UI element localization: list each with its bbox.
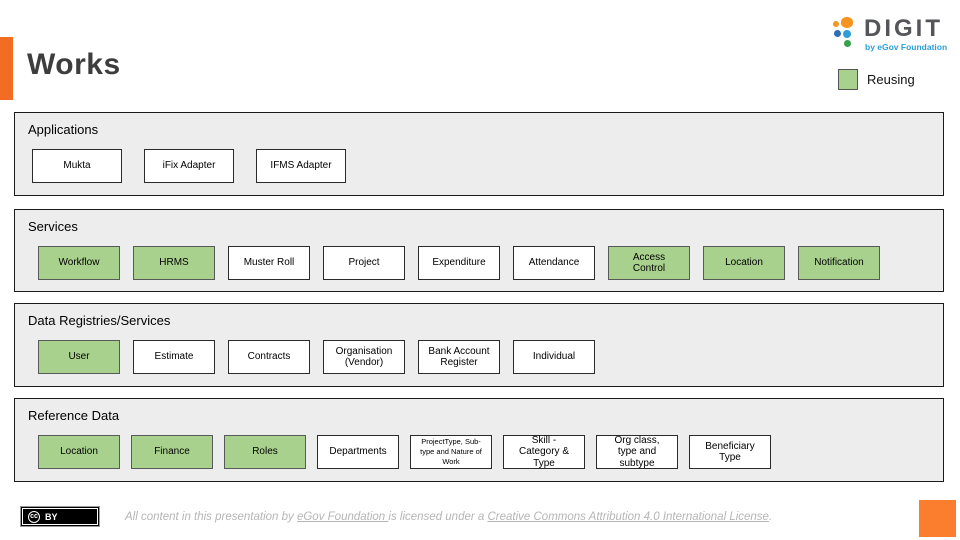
box-location: Location xyxy=(38,435,120,469)
box-row: Location Finance Roles Departments ProjectTy… xyxy=(28,435,943,469)
logo-dot-blue-dark xyxy=(834,30,841,37)
legend-reusing: Reusing xyxy=(838,69,915,90)
corner-accent-square xyxy=(919,500,956,537)
box-bank-account-register: Bank Account Register xyxy=(418,340,500,374)
logo-dot-orange-small xyxy=(833,21,839,27)
box-workflow: Workflow xyxy=(38,246,120,280)
cc-by-label: BY xyxy=(45,511,58,522)
egov-foundation-link[interactable]: eGov Foundation xyxy=(296,510,389,523)
logo-dot-orange-large xyxy=(841,17,853,28)
section-title: Data Registries/Services xyxy=(28,313,171,328)
box-expenditure: Expenditure xyxy=(418,246,500,280)
logo-dot-blue-light xyxy=(843,30,851,38)
box-hrms: HRMS xyxy=(133,246,215,280)
box-project: Project xyxy=(323,246,405,280)
box-finance: Finance xyxy=(131,435,213,469)
legend-label: Reusing xyxy=(867,72,915,87)
box-access-control: Access Control xyxy=(608,246,690,280)
box-attendance: Attendance xyxy=(513,246,595,280)
logo-dot-green xyxy=(844,40,851,47)
cc-by-badge-inner: cc BY xyxy=(22,508,98,525)
license-text-prefix: All content in this presentation by xyxy=(125,510,297,523)
box-departments: Departments xyxy=(317,435,399,469)
footer: cc BY All content in this presentation b… xyxy=(20,506,772,527)
box-org-class-type-and-subtype: Org class, type and subtype xyxy=(596,435,678,469)
box-contracts: Contracts xyxy=(228,340,310,374)
box-individual: Individual xyxy=(513,340,595,374)
box-muster-roll: Muster Roll xyxy=(228,246,310,280)
box-mukta: Mukta xyxy=(32,149,122,183)
box-projecttype-sub-type-and-nature-of-work: ProjectType, Sub-type and Nature of Work xyxy=(410,435,492,469)
accent-bar xyxy=(0,37,13,100)
section-title: Applications xyxy=(28,122,99,137)
section-title: Services xyxy=(28,219,78,234)
box-row: Workflow HRMS Muster Roll Project Expenditur… xyxy=(28,246,943,280)
license-text-mid: is licensed under a xyxy=(388,510,488,523)
box-row: User Estimate Contracts Organisation (Vendo… xyxy=(28,340,943,374)
box-ifms-adapter: IFMS Adapter xyxy=(256,149,346,183)
license-text: All content in this presentation by eGov… xyxy=(125,511,772,523)
logo-tagline: by eGov Foundation xyxy=(865,42,948,52)
section-title: Reference Data xyxy=(28,408,120,423)
cc-license-link[interactable]: Creative Commons Attribution 4.0 Interna… xyxy=(487,510,769,523)
box-ifix-adapter: iFix Adapter xyxy=(144,149,234,183)
box-notification: Notification xyxy=(798,246,880,280)
logo-wordmark: DIGIT xyxy=(864,15,943,42)
license-text-suffix: . xyxy=(768,510,773,523)
box-skill-category-type: Skill - Category & Type xyxy=(503,435,585,469)
box-estimate: Estimate xyxy=(133,340,215,374)
box-row: Mukta iFix Adapter IFMS Adapter xyxy=(28,149,943,183)
cc-by-badge: cc BY xyxy=(20,506,100,527)
box-beneficiary-type: Beneficiary Type xyxy=(689,435,771,469)
box-organisation-vendor: Organisation (Vendor) xyxy=(323,340,405,374)
digit-logo-dots-icon xyxy=(833,17,859,47)
box-roles: Roles xyxy=(224,435,306,469)
cc-icon: cc xyxy=(28,510,40,523)
digit-logo: DIGIT by eGov Foundation xyxy=(833,15,948,57)
page-title: Works xyxy=(27,48,121,81)
box-location: Location xyxy=(703,246,785,280)
box-user: User xyxy=(38,340,120,374)
legend-swatch xyxy=(838,69,858,90)
